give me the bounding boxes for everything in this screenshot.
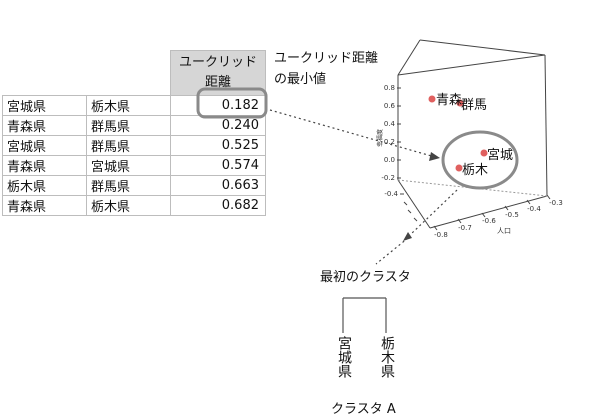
data-points	[428, 95, 488, 172]
distance-value: 0.525	[170, 135, 266, 156]
distance-header-line1: ユークリッド	[178, 55, 257, 70]
pref-a: 栃木県	[2, 175, 87, 196]
distance-value: 0.574	[170, 155, 266, 176]
min-value-highlight	[196, 87, 268, 119]
svg-text:-0.4: -0.4	[527, 205, 541, 213]
pointer-arrowhead	[429, 152, 440, 161]
annotation-line2: の最小値	[274, 72, 327, 87]
svg-text:-0.5: -0.5	[505, 211, 519, 219]
distance-value: 0.682	[170, 195, 266, 216]
point-label-tochigi: 栃木	[462, 163, 488, 178]
pref-b: 群馬県	[86, 135, 171, 156]
annotation-line1: ユークリッド距離	[274, 51, 379, 66]
pointer-arrow	[269, 109, 436, 158]
cluster-ellipse	[441, 130, 519, 190]
y-tick: 0.6	[384, 102, 401, 110]
y-axis: 0.8 0.6 0.4 0.2 0.0 -0.2 -0.4 幸福度	[376, 84, 404, 198]
svg-text:0.8: 0.8	[384, 84, 395, 92]
svg-text:-0.4: -0.4	[384, 190, 398, 198]
pref-b: 栃木県	[86, 195, 171, 216]
min-distance-annotation: ユークリッド距離 の最小値	[274, 48, 378, 90]
svg-text:0.0: 0.0	[384, 156, 395, 164]
svg-text:-0.2: -0.2	[381, 174, 395, 182]
svg-text:-0.3: -0.3	[549, 199, 563, 207]
cluster-arrow-2	[375, 237, 409, 265]
cluster-arrowhead	[403, 232, 412, 241]
3d-box	[397, 39, 548, 229]
table-row: 青森県 栃木県 0.682	[2, 195, 266, 216]
table-row: 宮城県 栃木県 0.182	[2, 95, 266, 116]
point-miyagi	[480, 149, 488, 157]
point-aomori	[428, 95, 436, 103]
x-tick: -0.4	[526, 199, 541, 213]
svg-text:0.6: 0.6	[384, 102, 396, 110]
x-tick: -0.5	[504, 205, 519, 219]
x-tick: -0.7	[457, 218, 472, 232]
y-tick: 0.4	[384, 120, 401, 128]
pref-a: 青森県	[2, 195, 87, 216]
y-axis-label: 幸福度	[376, 129, 384, 147]
distance-header-line2: 距離	[204, 75, 231, 90]
point-label-aomori: 青森	[436, 93, 462, 108]
y-tick: -0.4	[384, 190, 404, 198]
dendrogram	[342, 297, 387, 333]
x-tick: -0.8	[433, 225, 448, 239]
point-gunma	[456, 99, 464, 107]
point-tochigi	[455, 164, 463, 172]
y-tick: 0.0	[384, 156, 401, 164]
x-tick: -0.3	[546, 194, 563, 207]
distance-value: 0.182	[170, 95, 266, 116]
svg-text:-0.7: -0.7	[458, 224, 472, 232]
svg-text:-0.8: -0.8	[434, 231, 448, 239]
distance-table: ユークリッド 距離 宮城県 栃木県 0.182 青森県 群馬県 0.240 宮城…	[2, 50, 266, 216]
svg-text:0.2: 0.2	[384, 138, 395, 146]
point-label-gunma: 群馬	[461, 98, 487, 113]
pref-a: 青森県	[2, 115, 87, 136]
point-label-miyagi: 宮城	[487, 147, 513, 163]
svg-text:0.4: 0.4	[384, 120, 396, 128]
cluster-title: 最初のクラスタ	[320, 270, 411, 285]
x-tick: -0.6	[481, 212, 496, 225]
y-tick: 0.8	[384, 84, 401, 92]
cluster-leaf-1: 宮城県	[336, 336, 352, 378]
cluster-leaf-2: 栃木県	[379, 336, 395, 378]
x-axis: -0.8 -0.7 -0.6 -0.5 -0.4 -0.3 人口	[433, 194, 563, 239]
cluster-name: クラスタ A	[331, 402, 396, 417]
table-row: 青森県 宮城県 0.574	[2, 155, 266, 176]
table-row: 宮城県 群馬県 0.525	[2, 135, 266, 156]
depth-axis	[403, 201, 418, 222]
y-tick: 0.2	[384, 138, 401, 146]
svg-text:-0.6: -0.6	[482, 217, 496, 225]
pref-b: 宮城県	[86, 155, 171, 176]
x-axis-label: 人口	[497, 227, 511, 235]
cluster-arrow	[409, 189, 458, 236]
y-tick: -0.2	[381, 174, 401, 182]
